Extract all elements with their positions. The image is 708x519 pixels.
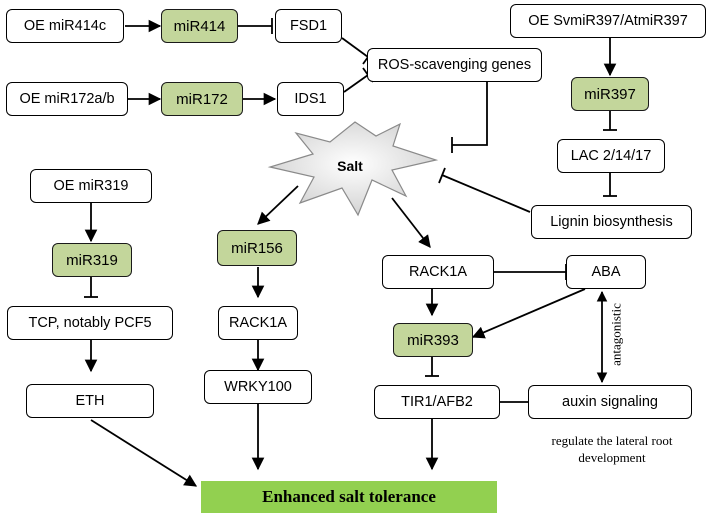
node-oe-mir172: OE miR172a/b	[6, 82, 128, 116]
inhibit-fsd1-ros	[341, 37, 369, 58]
arrow-salt-rack1a	[391, 197, 431, 248]
node-oe-mir319: OE miR319	[30, 169, 152, 203]
node-wrky100: WRKY100	[204, 370, 312, 404]
node-auxin-signaling: auxin signaling	[528, 385, 692, 419]
node-ros-scavenging: ROS-scavenging genes	[367, 48, 542, 82]
node-rack1a-left: RACK1A	[218, 306, 298, 340]
antagonistic-label: antagonistic	[608, 303, 624, 366]
arrow-eth-outcome	[90, 419, 198, 487]
lateral-root-note: regulate the lateral root development	[551, 433, 673, 465]
inhibit-ros-salt	[452, 82, 488, 146]
node-lignin: Lignin biosynthesis	[531, 205, 692, 239]
inhibit-ids1-ros	[343, 74, 369, 93]
inhibit-lignin-salt-bar	[438, 167, 446, 184]
node-mir393: miR393	[393, 323, 473, 357]
salt-starburst	[267, 121, 439, 217]
node-lac: LAC 2/14/17	[557, 139, 665, 173]
arrow-aba-mir393	[471, 288, 586, 339]
node-eth: ETH	[26, 384, 154, 418]
node-mir319: miR319	[52, 243, 132, 277]
node-mir414: miR414	[161, 9, 238, 43]
node-oe-mir414c: OE miR414c	[6, 9, 124, 43]
node-ids1: IDS1	[277, 82, 344, 116]
node-mir397: miR397	[571, 77, 649, 111]
node-aba: ABA	[566, 255, 646, 289]
node-mir156: miR156	[217, 230, 297, 266]
outcome-enhanced-salt-tolerance: Enhanced salt tolerance	[201, 481, 497, 513]
node-rack1a-right: RACK1A	[382, 255, 494, 289]
inhibit-lignin-salt	[441, 174, 531, 213]
node-tir1-afb2: TIR1/AFB2	[374, 385, 500, 419]
node-tcp: TCP, notably PCF5	[7, 306, 173, 340]
node-fsd1: FSD1	[275, 9, 342, 43]
arrow-salt-mir156	[257, 185, 299, 225]
salt-label: Salt	[337, 158, 363, 174]
node-mir172: miR172	[161, 82, 243, 116]
node-oe-mir397: OE SvmiR397/AtmiR397	[510, 4, 706, 38]
